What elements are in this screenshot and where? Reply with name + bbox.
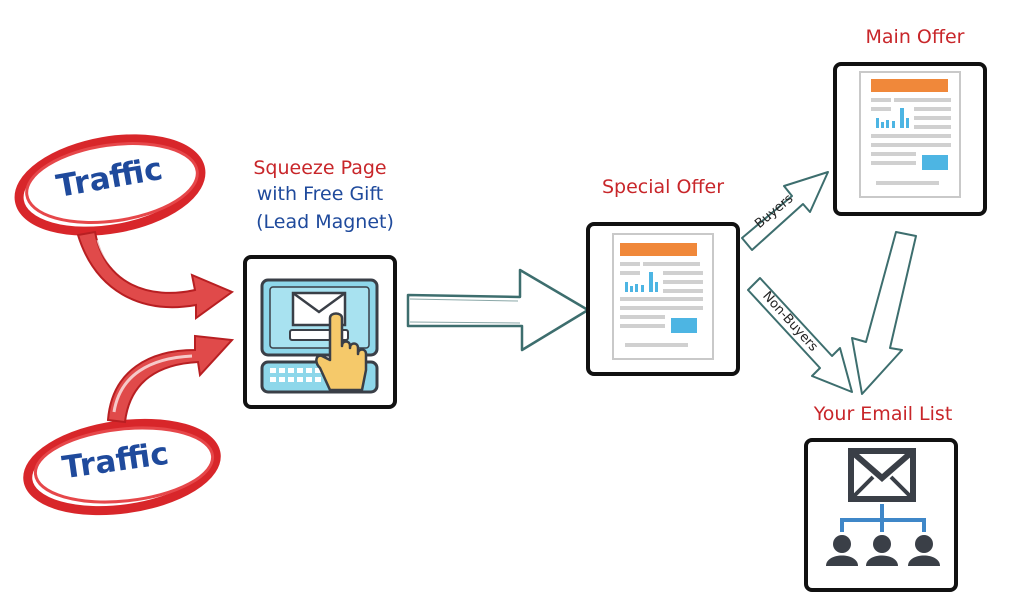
arrow-squeeze-to-special [406,268,590,352]
squeeze-page-lead-magnet: (Lead Magnet) [256,211,394,233]
network-lines-icon [840,504,926,532]
sales-page-icon [612,233,714,360]
arrow-main-to-email [851,231,917,395]
traffic-ellipse-top [14,134,206,236]
arrow-traffic-top-to-squeeze [76,230,235,320]
traffic-ellipse-bottom [23,418,221,516]
arrow-traffic-bottom-to-squeeze [106,334,235,424]
special-offer-title: Special Offer [601,176,725,198]
arrow-buyers [741,171,829,251]
main-offer-title: Main Offer [865,26,965,48]
pointing-hand-icon [315,312,368,392]
squeeze-page-title: Squeeze Page [253,157,387,179]
arrow-non-buyers [747,277,853,393]
envelope-icon [848,448,916,502]
email-list-box [804,438,958,592]
email-list-title: Your Email List [813,403,953,425]
special-offer-box [586,222,740,376]
squeeze-page-subtitle: with Free Gift [256,183,384,205]
squeeze-page-box [243,255,397,409]
users-icon [826,535,940,566]
main-offer-box [833,62,987,216]
sales-page-icon [859,71,961,198]
